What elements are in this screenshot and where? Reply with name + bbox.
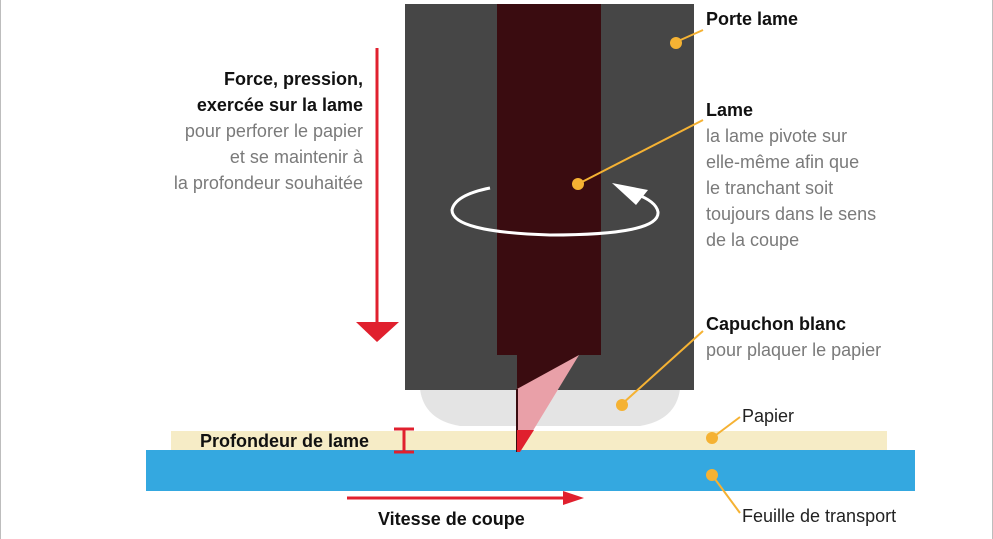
capuchon-title: Capuchon blanc: [706, 314, 847, 334]
lame-line-2: elle-même afin que: [706, 152, 860, 172]
blade: [497, 4, 601, 355]
label-capuchon: Capuchon blanc pour plaquer le papier: [706, 311, 881, 363]
white-cap: [420, 389, 680, 426]
left-border: [0, 0, 1, 539]
callout-markers: [572, 37, 718, 481]
porte-lame-title: Porte lame: [706, 9, 799, 29]
capuchon-line-1: pour plaquer le papier: [706, 340, 882, 360]
label-feuille: Feuille de transport: [742, 506, 897, 526]
force-line-1: pour perforer le papier: [184, 121, 363, 141]
force-title-1: Force, pression,: [223, 69, 363, 89]
blade-tip: [517, 355, 579, 452]
label-profondeur: Profondeur de lame: [200, 431, 370, 451]
label-vitesse: Vitesse de coupe: [378, 509, 525, 529]
rotation-arrow: [450, 186, 660, 237]
lame-line-5: de la coupe: [706, 230, 800, 250]
force-title-2: exercée sur la lame: [196, 95, 363, 115]
lame-line-3: le tranchant soit: [706, 178, 834, 198]
force-arrowhead: [356, 322, 399, 342]
lame-title: Lame: [706, 100, 754, 120]
label-lame: Lame la lame pivote sur elle-même afin q…: [706, 97, 876, 253]
blade-cut-tip: [517, 430, 534, 452]
force-line-2: et se maintenir à: [229, 147, 363, 167]
lame-line-4: toujours dans le sens: [706, 204, 877, 224]
lame-line-1: la lame pivote sur: [706, 126, 848, 146]
label-papier: Papier: [742, 406, 795, 426]
label-porte-lame: Porte lame: [706, 6, 798, 32]
label-force: Force, pression, exercée sur la lame pou…: [123, 66, 363, 196]
rotation-arrowhead: [612, 183, 648, 205]
speed-arrowhead: [563, 491, 584, 505]
force-line-3: la profondeur souhaitée: [173, 173, 363, 193]
transport-sheet: [146, 450, 915, 491]
